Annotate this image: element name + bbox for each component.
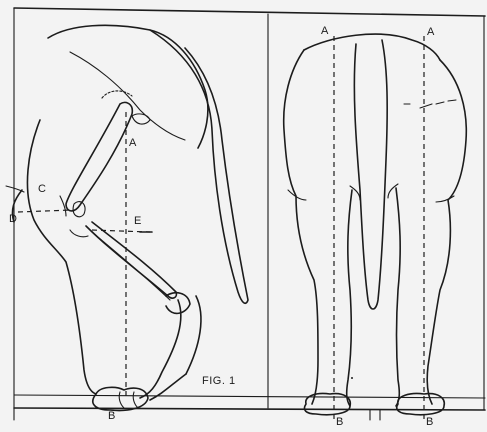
label-rear-b-right: B	[426, 416, 433, 428]
rear-left-flank	[284, 50, 318, 404]
figure-caption: FIG. 1	[202, 375, 236, 387]
patella	[73, 202, 85, 217]
label-side-c: C	[38, 183, 46, 195]
thigh-outline	[27, 120, 96, 394]
tail	[150, 30, 248, 303]
label-side-d: D	[9, 213, 17, 225]
frame	[14, 8, 485, 420]
speck	[351, 377, 353, 379]
label-side-a: A	[129, 137, 137, 149]
hock	[166, 293, 190, 314]
line-c-d	[18, 210, 72, 212]
side-view-reference-lines	[18, 112, 152, 400]
femur	[66, 102, 132, 210]
label-rear-b-left: B	[336, 416, 343, 428]
rear-right-paw	[397, 393, 445, 414]
rear-right-flank	[427, 60, 466, 404]
label-rear-a-right: A	[427, 26, 435, 38]
side-view-drawing	[6, 25, 248, 410]
label-side-b: B	[108, 410, 115, 422]
label-side-e: E	[134, 215, 141, 227]
croup-top	[304, 34, 440, 60]
side-paw	[93, 387, 148, 410]
rear-tail	[354, 40, 387, 309]
rear-view-drawing	[284, 34, 467, 420]
rear-left-inner-leg	[347, 190, 352, 406]
hindquarter-outline	[48, 25, 208, 148]
rear-right-inner-leg	[396, 188, 400, 406]
rear-view-reference-lines	[334, 36, 424, 420]
tibia	[86, 222, 176, 298]
label-rear-a-left: A	[321, 25, 329, 37]
